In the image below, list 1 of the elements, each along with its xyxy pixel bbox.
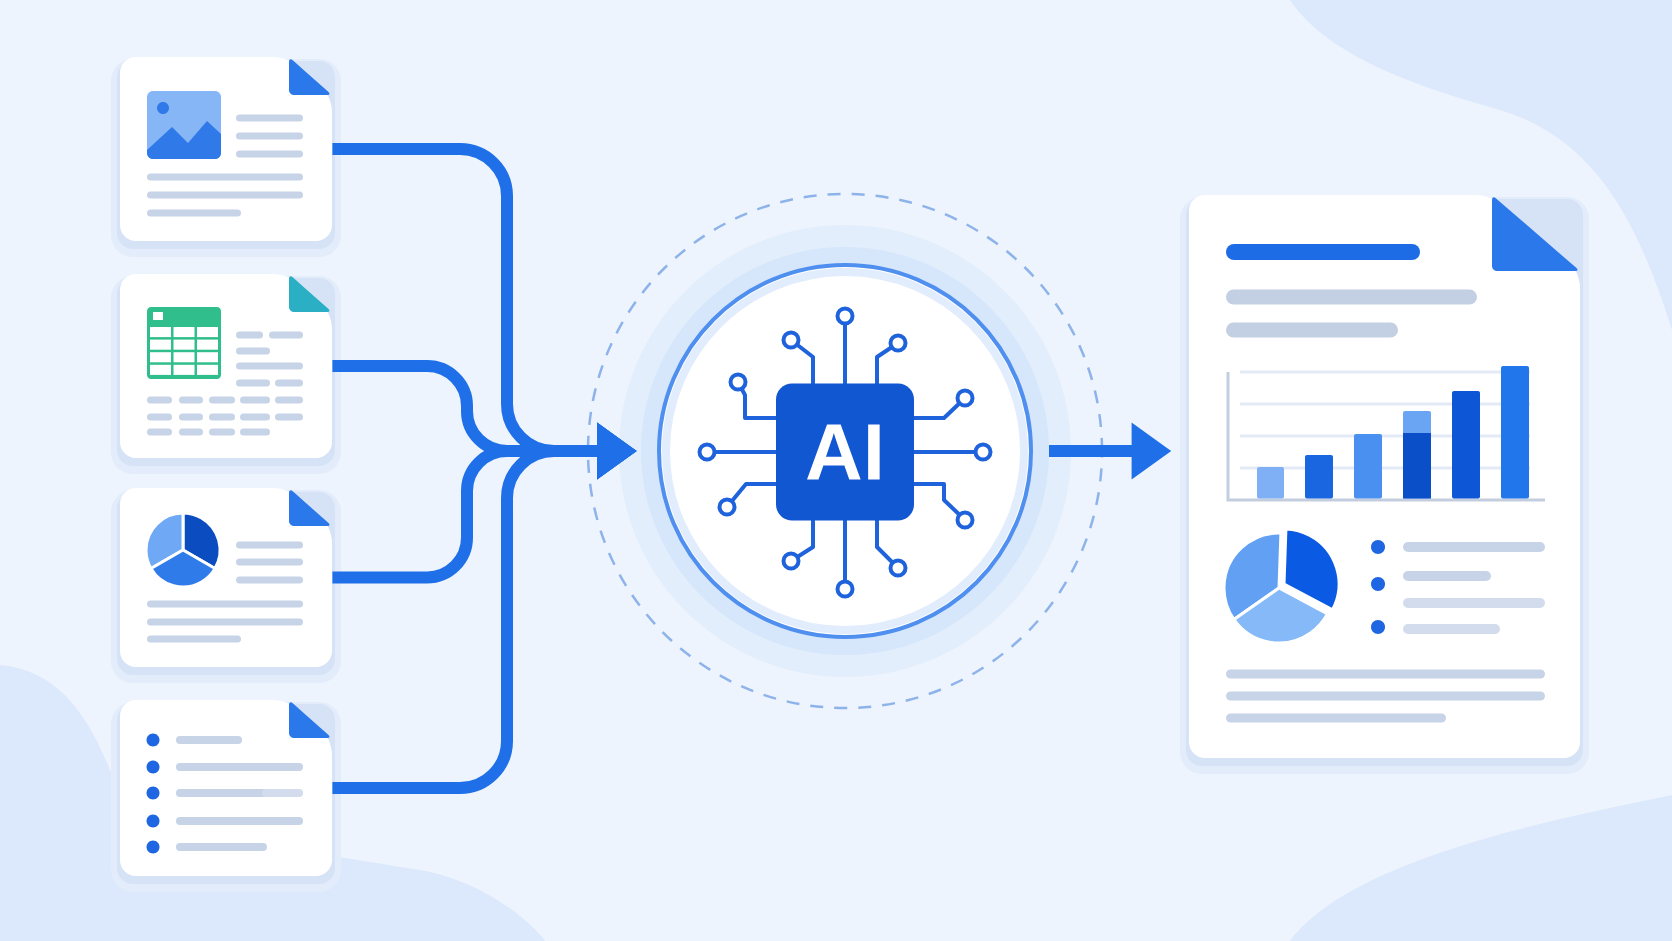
document-page <box>120 700 332 876</box>
